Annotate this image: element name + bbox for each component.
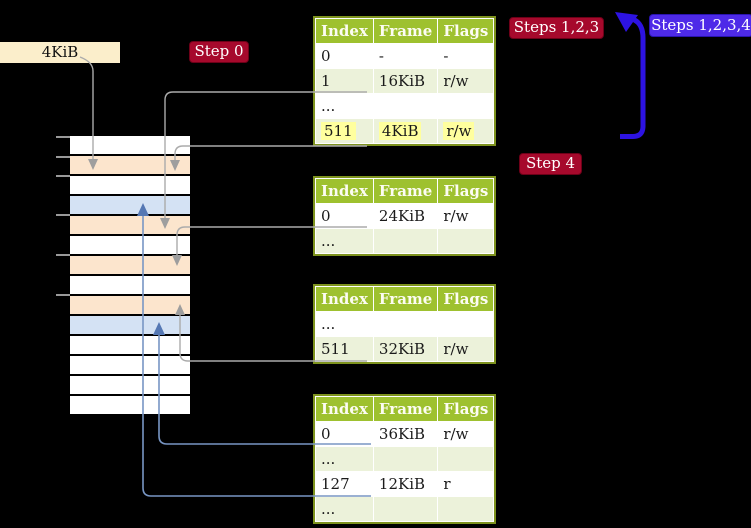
highlighted-value: r/w bbox=[443, 122, 475, 140]
connector-table1-entry511-arrow bbox=[170, 145, 367, 171]
table-row: ... bbox=[315, 228, 495, 254]
page-table-1: Index Frame Flags 0 - - 1 16KiB r/w ... … bbox=[313, 16, 497, 146]
col-index: Index bbox=[315, 286, 374, 312]
badge-steps-123: Steps 1,2,3 bbox=[509, 17, 604, 39]
table-header-row: Index Frame Flags bbox=[315, 178, 495, 204]
col-frame: Frame bbox=[372, 178, 439, 204]
memory-page-row-peach bbox=[70, 216, 190, 234]
col-flags: Flags bbox=[437, 286, 495, 312]
table-row: ... bbox=[315, 496, 495, 522]
memory-page-row-white bbox=[70, 236, 190, 254]
loop-arrow bbox=[615, 12, 646, 139]
memory-page-row-white bbox=[70, 136, 190, 154]
table-row: 0 - - bbox=[315, 43, 495, 69]
arrowhead-upleft-icon bbox=[615, 12, 638, 32]
physical-memory-strip bbox=[70, 136, 190, 416]
col-frame: Frame bbox=[372, 286, 439, 312]
col-flags: Flags bbox=[437, 18, 495, 44]
memory-page-row-white bbox=[70, 176, 190, 194]
table-row: 0 36KiB r/w bbox=[315, 421, 495, 447]
badge-steps-1234: Steps 1,2,3,4 bbox=[649, 14, 751, 37]
page-table-3: Index Frame Flags ... 511 32KiB r/w bbox=[313, 284, 497, 364]
table-header-row: Index Frame Flags bbox=[315, 18, 495, 44]
highlighted-value: 511 bbox=[321, 122, 356, 140]
frame-address-label: 4KiB bbox=[0, 42, 120, 63]
table-row: 1 16KiB r/w bbox=[315, 68, 495, 94]
table-row: ... bbox=[315, 93, 495, 119]
table-header-row: Index Frame Flags bbox=[315, 286, 495, 312]
badge-step-4: Step 4 bbox=[519, 153, 582, 175]
col-flags: Flags bbox=[437, 178, 495, 204]
memory-page-row-peach bbox=[70, 156, 190, 174]
memory-page-row-white bbox=[70, 336, 190, 354]
col-index: Index bbox=[315, 18, 374, 44]
memory-page-row-white bbox=[70, 356, 190, 374]
table-row: 0 24KiB r/w bbox=[315, 203, 495, 229]
memory-page-row-blue bbox=[70, 316, 190, 334]
col-index: Index bbox=[315, 178, 374, 204]
table-row: 127 12KiB r bbox=[315, 471, 495, 497]
col-frame: Frame bbox=[372, 396, 439, 422]
col-index: Index bbox=[315, 396, 374, 422]
highlighted-value: 4KiB bbox=[378, 122, 422, 140]
page-table-4: Index Frame Flags 0 36KiB r/w ... 127 12… bbox=[313, 394, 497, 524]
badge-step-0: Step 0 bbox=[189, 41, 249, 63]
memory-page-row-peach bbox=[70, 256, 190, 274]
table-header-row: Index Frame Flags bbox=[315, 396, 495, 422]
memory-page-row-peach bbox=[70, 296, 190, 314]
memory-tick-marks bbox=[56, 136, 70, 296]
table-row: ... bbox=[315, 311, 495, 337]
memory-page-row-white bbox=[70, 276, 190, 294]
col-frame: Frame bbox=[372, 18, 439, 44]
memory-page-row-white bbox=[70, 396, 190, 414]
memory-page-row-blue bbox=[70, 196, 190, 214]
table-row: 511 32KiB r/w bbox=[315, 336, 495, 362]
col-flags: Flags bbox=[437, 396, 495, 422]
page-table-2: Index Frame Flags 0 24KiB r/w ... bbox=[313, 176, 497, 256]
table-row-highlighted: 511 4KiB r/w bbox=[315, 118, 495, 144]
memory-page-row-white bbox=[70, 376, 190, 394]
table-row: ... bbox=[315, 446, 495, 472]
